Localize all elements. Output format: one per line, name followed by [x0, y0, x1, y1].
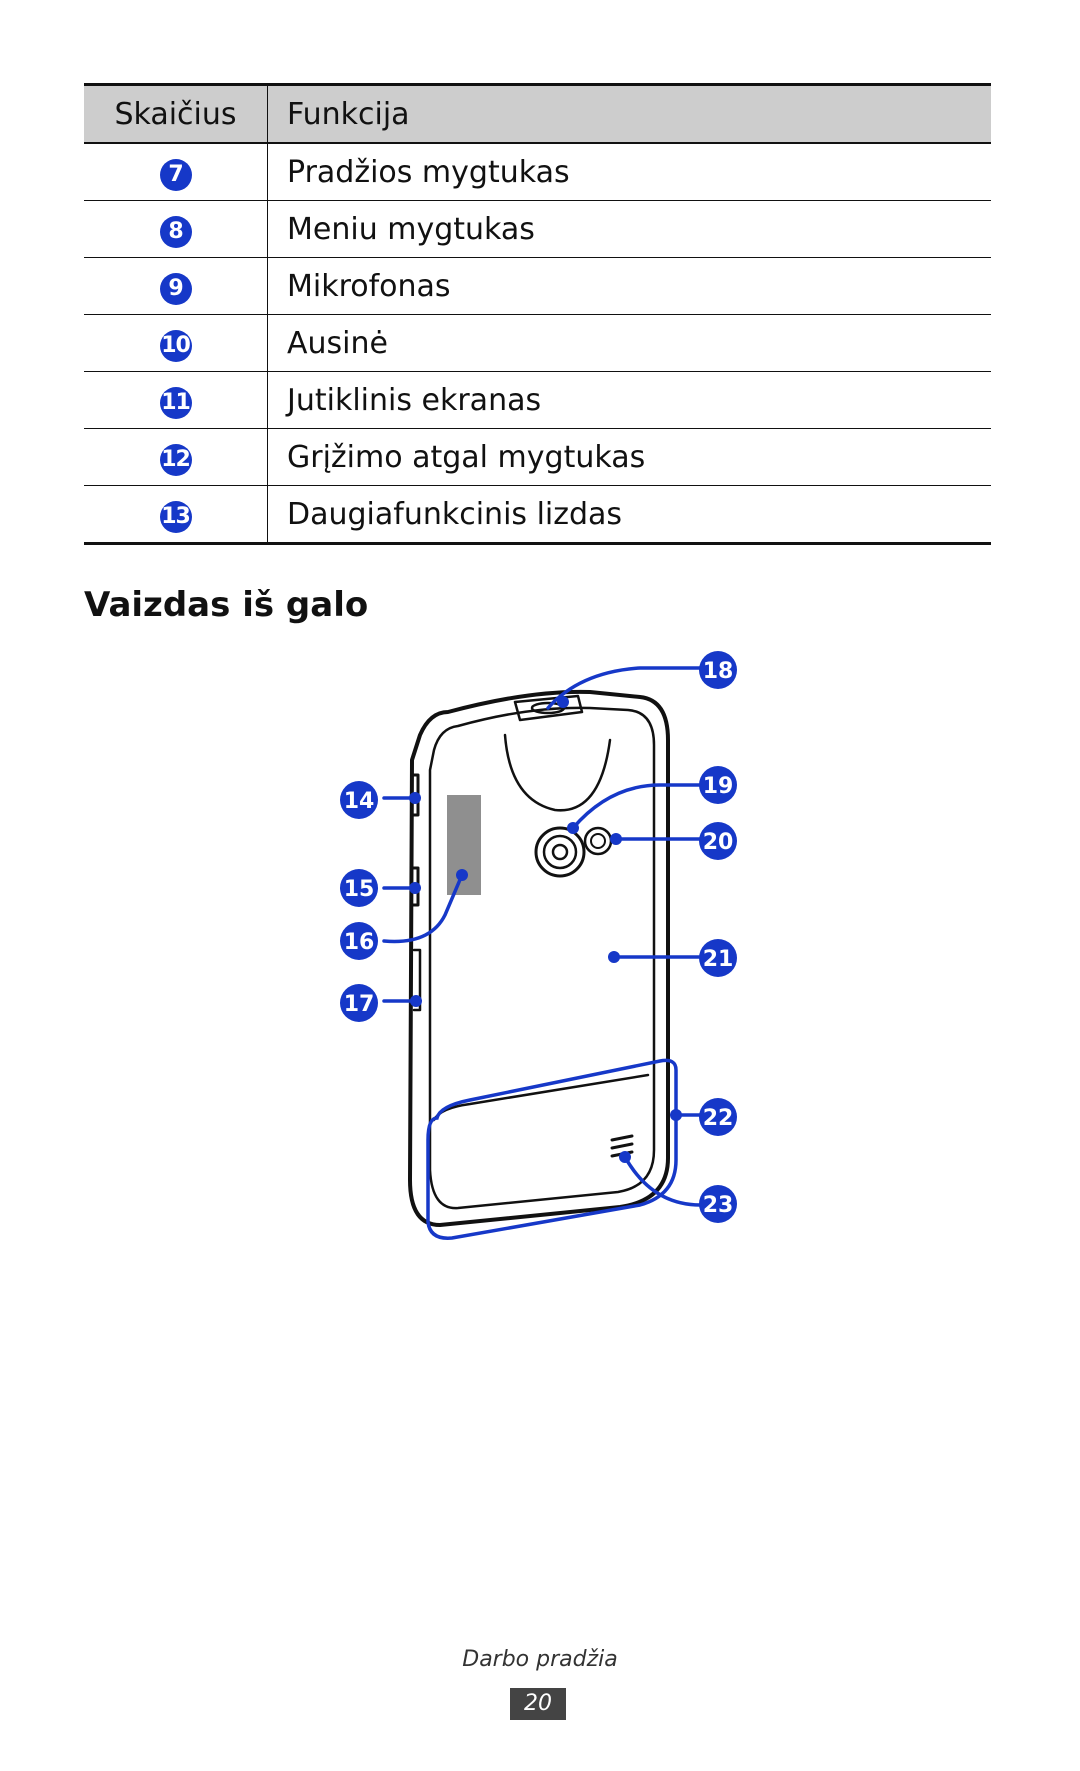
callout-line-18	[546, 666, 702, 710]
table-row: 12 Grįžimo atgal mygtukas	[84, 428, 991, 486]
function-label: Daugiafunkcinis lizdas	[267, 485, 991, 545]
battery-cover-outline	[426, 1058, 678, 1240]
callout-label-15: 15	[344, 877, 375, 902]
table-row: 10 Ausinė	[84, 314, 991, 372]
function-label: Pradžios mygtukas	[267, 143, 991, 201]
callout-label-14: 14	[344, 789, 375, 814]
callout-dot-20	[610, 833, 622, 845]
col-header-function: Funkcija	[267, 83, 991, 144]
callout-label-16: 16	[344, 930, 375, 955]
callout-dot-23	[619, 1151, 631, 1163]
callout-dot-19	[567, 822, 579, 834]
callout-line-16	[382, 873, 464, 944]
camera-lens-outer	[542, 834, 578, 870]
phone-body-outline	[408, 689, 670, 1227]
callout-label-21: 21	[703, 947, 734, 972]
table-row: 7 Pradžios mygtukas	[84, 143, 991, 201]
callout-dot-22	[670, 1109, 682, 1121]
function-label: Meniu mygtukas	[267, 200, 991, 258]
number-badge: 10	[159, 329, 192, 362]
col-header-number: Skaičius	[84, 83, 268, 144]
table-row: 9 Mikrofonas	[84, 257, 991, 315]
callout-dot-18	[557, 696, 569, 708]
number-badge: 12	[159, 443, 192, 476]
callout-line-19	[571, 783, 702, 830]
function-label: Grįžimo atgal mygtukas	[267, 428, 991, 486]
function-label: Mikrofonas	[267, 257, 991, 315]
section-title: Vaizdas iš galo	[84, 585, 369, 625]
number-badge: 8	[159, 215, 192, 248]
table-row: 11 Jutiklinis ekranas	[84, 371, 991, 429]
camera-ring	[534, 826, 586, 878]
function-label: Jutiklinis ekranas	[267, 371, 991, 429]
battery-cover-line	[432, 1073, 650, 1122]
callout-label-19: 19	[703, 774, 734, 799]
table-row: 8 Meniu mygtukas	[84, 200, 991, 258]
function-label: Ausinė	[267, 314, 991, 372]
flash-outer	[583, 826, 613, 856]
callout-dot-14	[409, 792, 421, 804]
callout-dot-15	[409, 882, 421, 894]
number-badge: 11	[159, 386, 192, 419]
page-number: 20	[510, 1688, 566, 1720]
callout-label-22: 22	[703, 1106, 734, 1131]
callout-label-17: 17	[344, 992, 375, 1017]
phone-inner-edge	[428, 706, 656, 1210]
callout-line-23	[623, 1155, 702, 1207]
camera-lens-inner	[551, 843, 569, 861]
callout-label-18: 18	[703, 659, 734, 684]
callout-dot-17	[410, 995, 422, 1007]
callout-label-23: 23	[703, 1193, 734, 1218]
flash-inner	[590, 833, 606, 849]
number-badge: 13	[159, 500, 192, 533]
grip-curve	[503, 733, 612, 812]
callout-dot-21	[608, 951, 620, 963]
number-badge: 7	[159, 158, 192, 191]
footer-section-label: Darbo pradžia	[462, 1647, 618, 1672]
side-slot	[412, 948, 422, 1012]
table-row: 13 Daugiafunkcinis lizdas	[84, 485, 991, 545]
table-header-row: Skaičius Funkcija	[84, 83, 991, 144]
function-table: Skaičius Funkcija 7 Pradžios mygtukas 8 …	[84, 83, 991, 545]
headset-jack-hole	[530, 701, 566, 715]
callout-dot-16	[456, 869, 468, 881]
number-badge: 9	[159, 272, 192, 305]
callout-label-20: 20	[703, 830, 734, 855]
